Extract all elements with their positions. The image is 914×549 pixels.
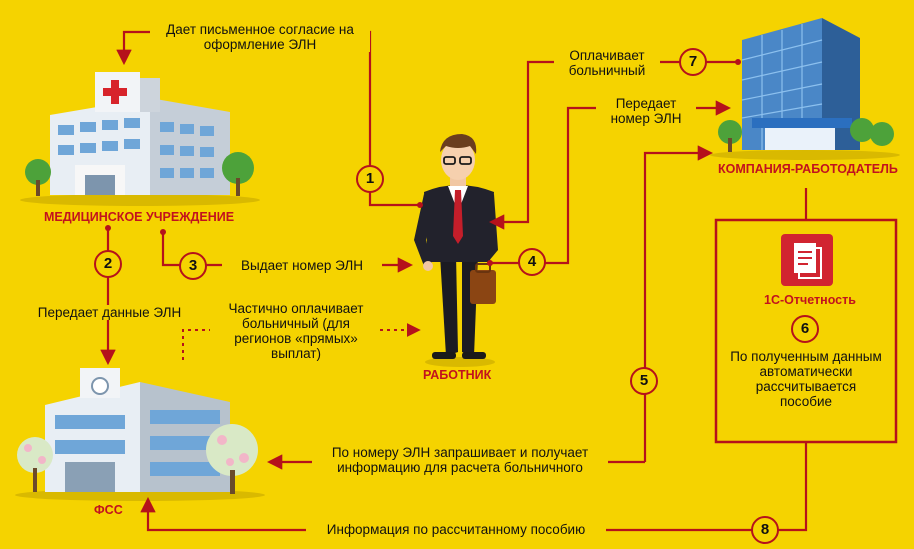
partial-payment-text: Частично оплачивает больничный (для реги… (228, 301, 364, 361)
step-circle-8: 8 (751, 516, 779, 544)
company-building-icon (710, 18, 900, 160)
step-circle-5: 5 (630, 367, 658, 395)
step-2-text: Передает данные ЭЛН (27, 305, 192, 320)
step-circle-1: 1 (356, 165, 384, 193)
step-6-text: По полученным данным автоматически рассч… (730, 349, 882, 409)
step-circle-3: 3 (179, 252, 207, 280)
arrow-partial-payment (182, 329, 210, 360)
arrow-step-4 (490, 100, 732, 265)
company-label: КОМПАНИЯ-РАБОТОДАТЕЛЬ (718, 162, 898, 176)
step-7-text: Оплачивает больничный (554, 48, 660, 78)
step-1-text: Дает письменное согласие на оформление Э… (150, 22, 370, 52)
arrow-step-5 (643, 145, 714, 462)
fss-label: ФСС (94, 503, 123, 517)
1c-report-icon (781, 234, 833, 286)
step-8-text: Информация по рассчитанному пособию (306, 522, 606, 537)
step-3-text: Выдает номер ЭЛН (222, 258, 382, 273)
medical-label: МЕДИЦИНСКОЕ УЧРЕЖДЕНИЕ (44, 210, 235, 224)
medical-building-icon (20, 72, 260, 206)
step-circle-4: 4 (518, 248, 546, 276)
step-4-text: Передает номер ЭЛН (596, 96, 696, 126)
arrow-step-7 (488, 60, 738, 230)
fss-building-icon (15, 368, 265, 501)
step-circle-7: 7 (679, 48, 707, 76)
worker-figure-icon (414, 134, 498, 367)
arrow-step-1 (116, 30, 420, 207)
step-5-text: По номеру ЭЛН запрашивает и получает инф… (312, 445, 608, 475)
worker-label: РАБОТНИК (423, 368, 492, 382)
software-box (714, 218, 898, 444)
software-label: 1С-Отчетность (764, 293, 856, 307)
step-circle-6: 6 (791, 315, 819, 343)
step-circle-2: 2 (94, 250, 122, 278)
